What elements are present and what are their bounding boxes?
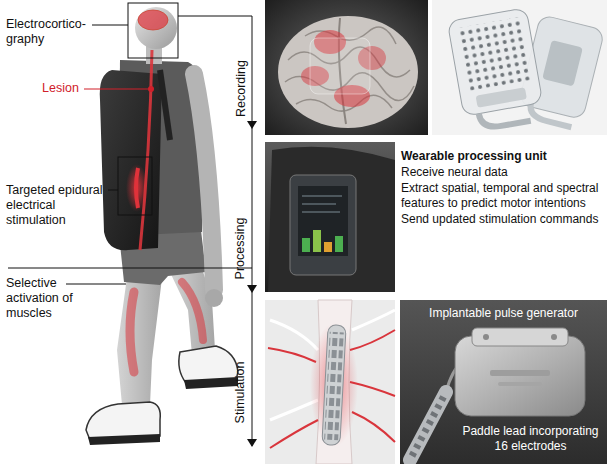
backpack-photo	[290, 175, 356, 275]
stage-label: Processing	[233, 217, 248, 279]
walking-figure	[179, 346, 238, 383]
stage-label: Recording	[233, 60, 248, 117]
walking-figure	[138, 10, 168, 30]
ecog-photo	[310, 38, 370, 94]
walking-figure	[126, 164, 148, 212]
walking-figure	[118, 157, 152, 215]
part-label: Targeted epidural electrical stimulation	[6, 183, 106, 228]
leader-line	[66, 284, 126, 285]
part-label: Electrocortico- graphy	[6, 17, 101, 47]
pulse-generator-photo	[490, 370, 550, 376]
function-item: Receive neural data	[401, 165, 605, 180]
backpack-photo	[335, 236, 343, 252]
leader-line	[92, 25, 128, 26]
spinal-lead-photo	[265, 300, 395, 464]
implant-photo	[447, 8, 542, 116]
spinal-lead-photo	[324, 332, 344, 441]
implant-photo	[457, 17, 531, 91]
walking-figure	[117, 270, 162, 405]
walking-figure	[148, 86, 154, 92]
pulse-generator-photo	[551, 334, 557, 340]
implant-photo	[479, 105, 531, 129]
walking-figure	[86, 3, 238, 445]
walking-figure	[140, 50, 152, 250]
walking-figure	[182, 282, 203, 340]
backpack-photo	[265, 142, 395, 292]
device-panel: Implantable pulse generatorPaddle lead i…	[400, 300, 607, 464]
function-item: Extract spatial, temporal and spectral f…	[401, 181, 605, 211]
pulse-generator-photo	[472, 328, 568, 346]
ecog-photo	[278, 16, 418, 128]
leader-line	[247, 285, 257, 293]
leader-line	[8, 16, 257, 447]
walking-figure	[194, 74, 214, 290]
unit-heading: Wearable processing unit	[401, 149, 605, 164]
spinal-lead-photo	[265, 300, 395, 464]
leader-line	[8, 268, 252, 269]
leader-line	[108, 190, 118, 191]
ecog-photo	[265, 0, 428, 135]
walking-figure	[136, 168, 138, 208]
backpack-photo	[302, 238, 310, 252]
leader-line	[247, 439, 257, 447]
walking-figure	[184, 377, 238, 389]
walking-figure	[160, 70, 170, 140]
backpack-photo	[298, 186, 348, 256]
backpack-photo	[265, 142, 395, 292]
pulse-generator-photo	[498, 382, 542, 386]
backpack-photo	[324, 242, 332, 252]
leader-line	[178, 16, 252, 446]
ecog-photo	[265, 0, 428, 135]
leader-line	[247, 121, 257, 129]
spinal-lead-photo	[322, 325, 346, 446]
walking-figure	[135, 7, 177, 49]
lesion-label: Lesion	[42, 81, 112, 96]
backpack-photo	[313, 230, 321, 252]
panel-caption: Paddle lead incorporating 16 electrodes	[458, 424, 603, 454]
part-label: Selective activation of muscles	[6, 276, 101, 321]
walking-figure	[88, 434, 160, 445]
implant-photo	[432, 0, 607, 135]
walking-figure	[205, 289, 223, 307]
spinal-lead-photo	[322, 325, 346, 446]
implant-photo	[542, 40, 583, 87]
pulse-generator-photo	[410, 392, 446, 460]
function-item: Send updated stimulation commands	[401, 212, 605, 227]
implant-photo	[432, 0, 607, 135]
leader-line	[84, 88, 148, 89]
pulse-generator-photo	[455, 336, 585, 416]
implant-photo	[447, 8, 545, 132]
walking-figure	[138, 10, 168, 30]
stage-label: Stimulation	[233, 361, 248, 423]
pulse-generator-photo	[412, 396, 444, 456]
implant-photo	[528, 103, 575, 127]
panel-caption: Implantable pulse generator	[408, 306, 599, 321]
walking-figure	[128, 3, 178, 58]
function-list: Wearable processing unitReceive neural d…	[401, 149, 605, 228]
walking-figure	[100, 70, 162, 250]
spinal-lead-photo	[268, 330, 395, 448]
walking-figure	[130, 292, 134, 372]
backpack-photo	[268, 147, 395, 292]
implant-photo	[476, 87, 527, 108]
spinal-lead-photo	[310, 323, 358, 447]
backpack-photo	[302, 196, 342, 212]
pulse-generator-photo	[483, 334, 489, 340]
